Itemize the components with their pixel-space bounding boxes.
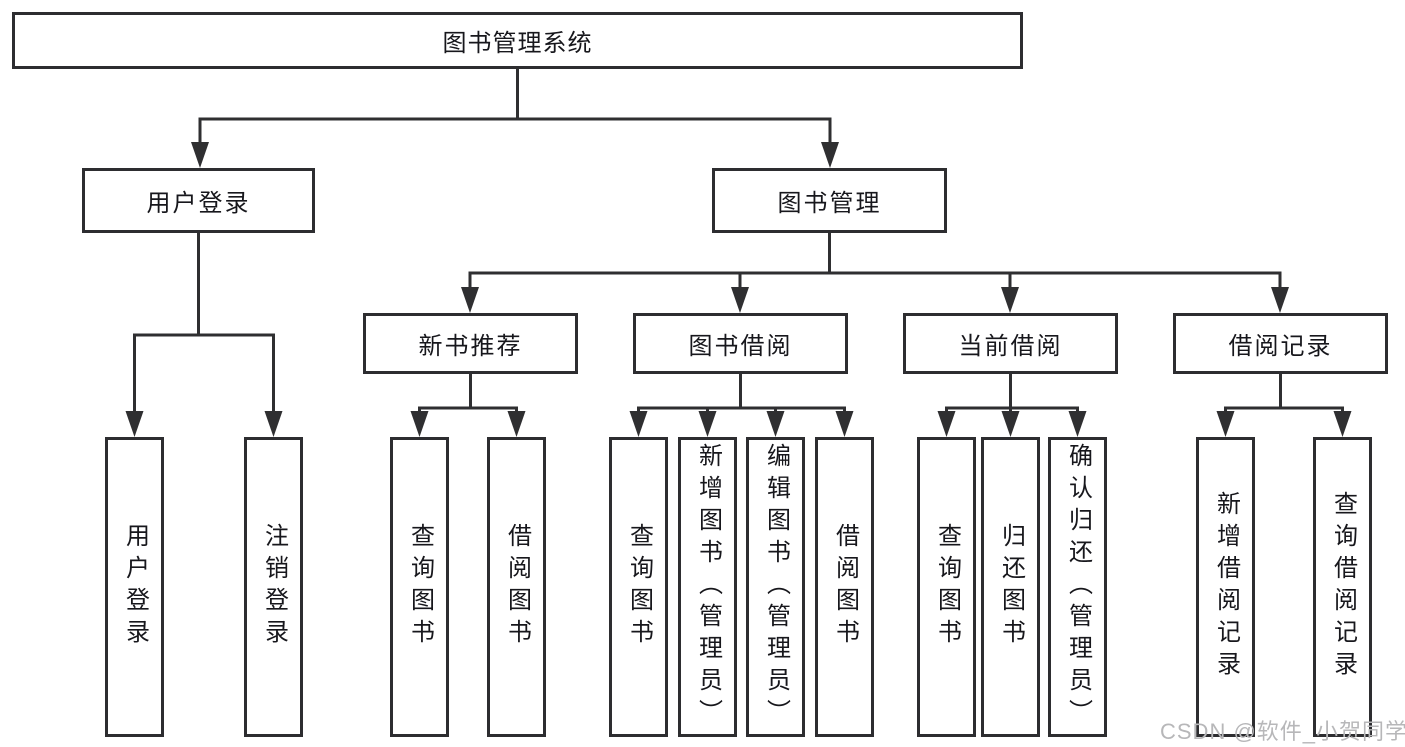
- leaf-borrow-books-recommend: 借阅图书: [487, 437, 546, 737]
- node-new-book-recommend: 新书推荐: [363, 313, 578, 374]
- leaf-borrow-books: 借阅图书: [815, 437, 874, 737]
- leaf-query-books-recommend: 查询图书: [390, 437, 449, 737]
- leaf-query-books-current: 查询图书: [917, 437, 976, 737]
- leaf-query-borrow-record: 查询借阅记录: [1313, 437, 1372, 737]
- csdn-watermark: CSDN @软件_小贺同学: [1160, 719, 1405, 744]
- node-book-borrow: 图书借阅: [633, 313, 848, 374]
- leaf-return-book: 归还图书: [981, 437, 1040, 737]
- leaf-confirm-return-admin: 确认归还（管理员）: [1048, 437, 1107, 737]
- leaf-edit-book-admin: 编辑图书（管理员）: [746, 437, 805, 737]
- node-book-management: 图书管理: [712, 168, 947, 233]
- leaf-user-login: 用户登录: [105, 437, 164, 737]
- leaf-add-borrow-record: 新增借阅记录: [1196, 437, 1255, 737]
- leaf-add-book-admin: 新增图书（管理员）: [678, 437, 737, 737]
- node-root: 图书管理系统: [12, 12, 1023, 69]
- node-borrow-record: 借阅记录: [1173, 313, 1388, 374]
- node-user-login: 用户登录: [82, 168, 315, 233]
- node-current-borrow: 当前借阅: [903, 313, 1118, 374]
- arrowheads: [125, 142, 1352, 437]
- leaf-logout-login: 注销登录: [244, 437, 303, 737]
- leaf-query-books-borrow: 查询图书: [609, 437, 668, 737]
